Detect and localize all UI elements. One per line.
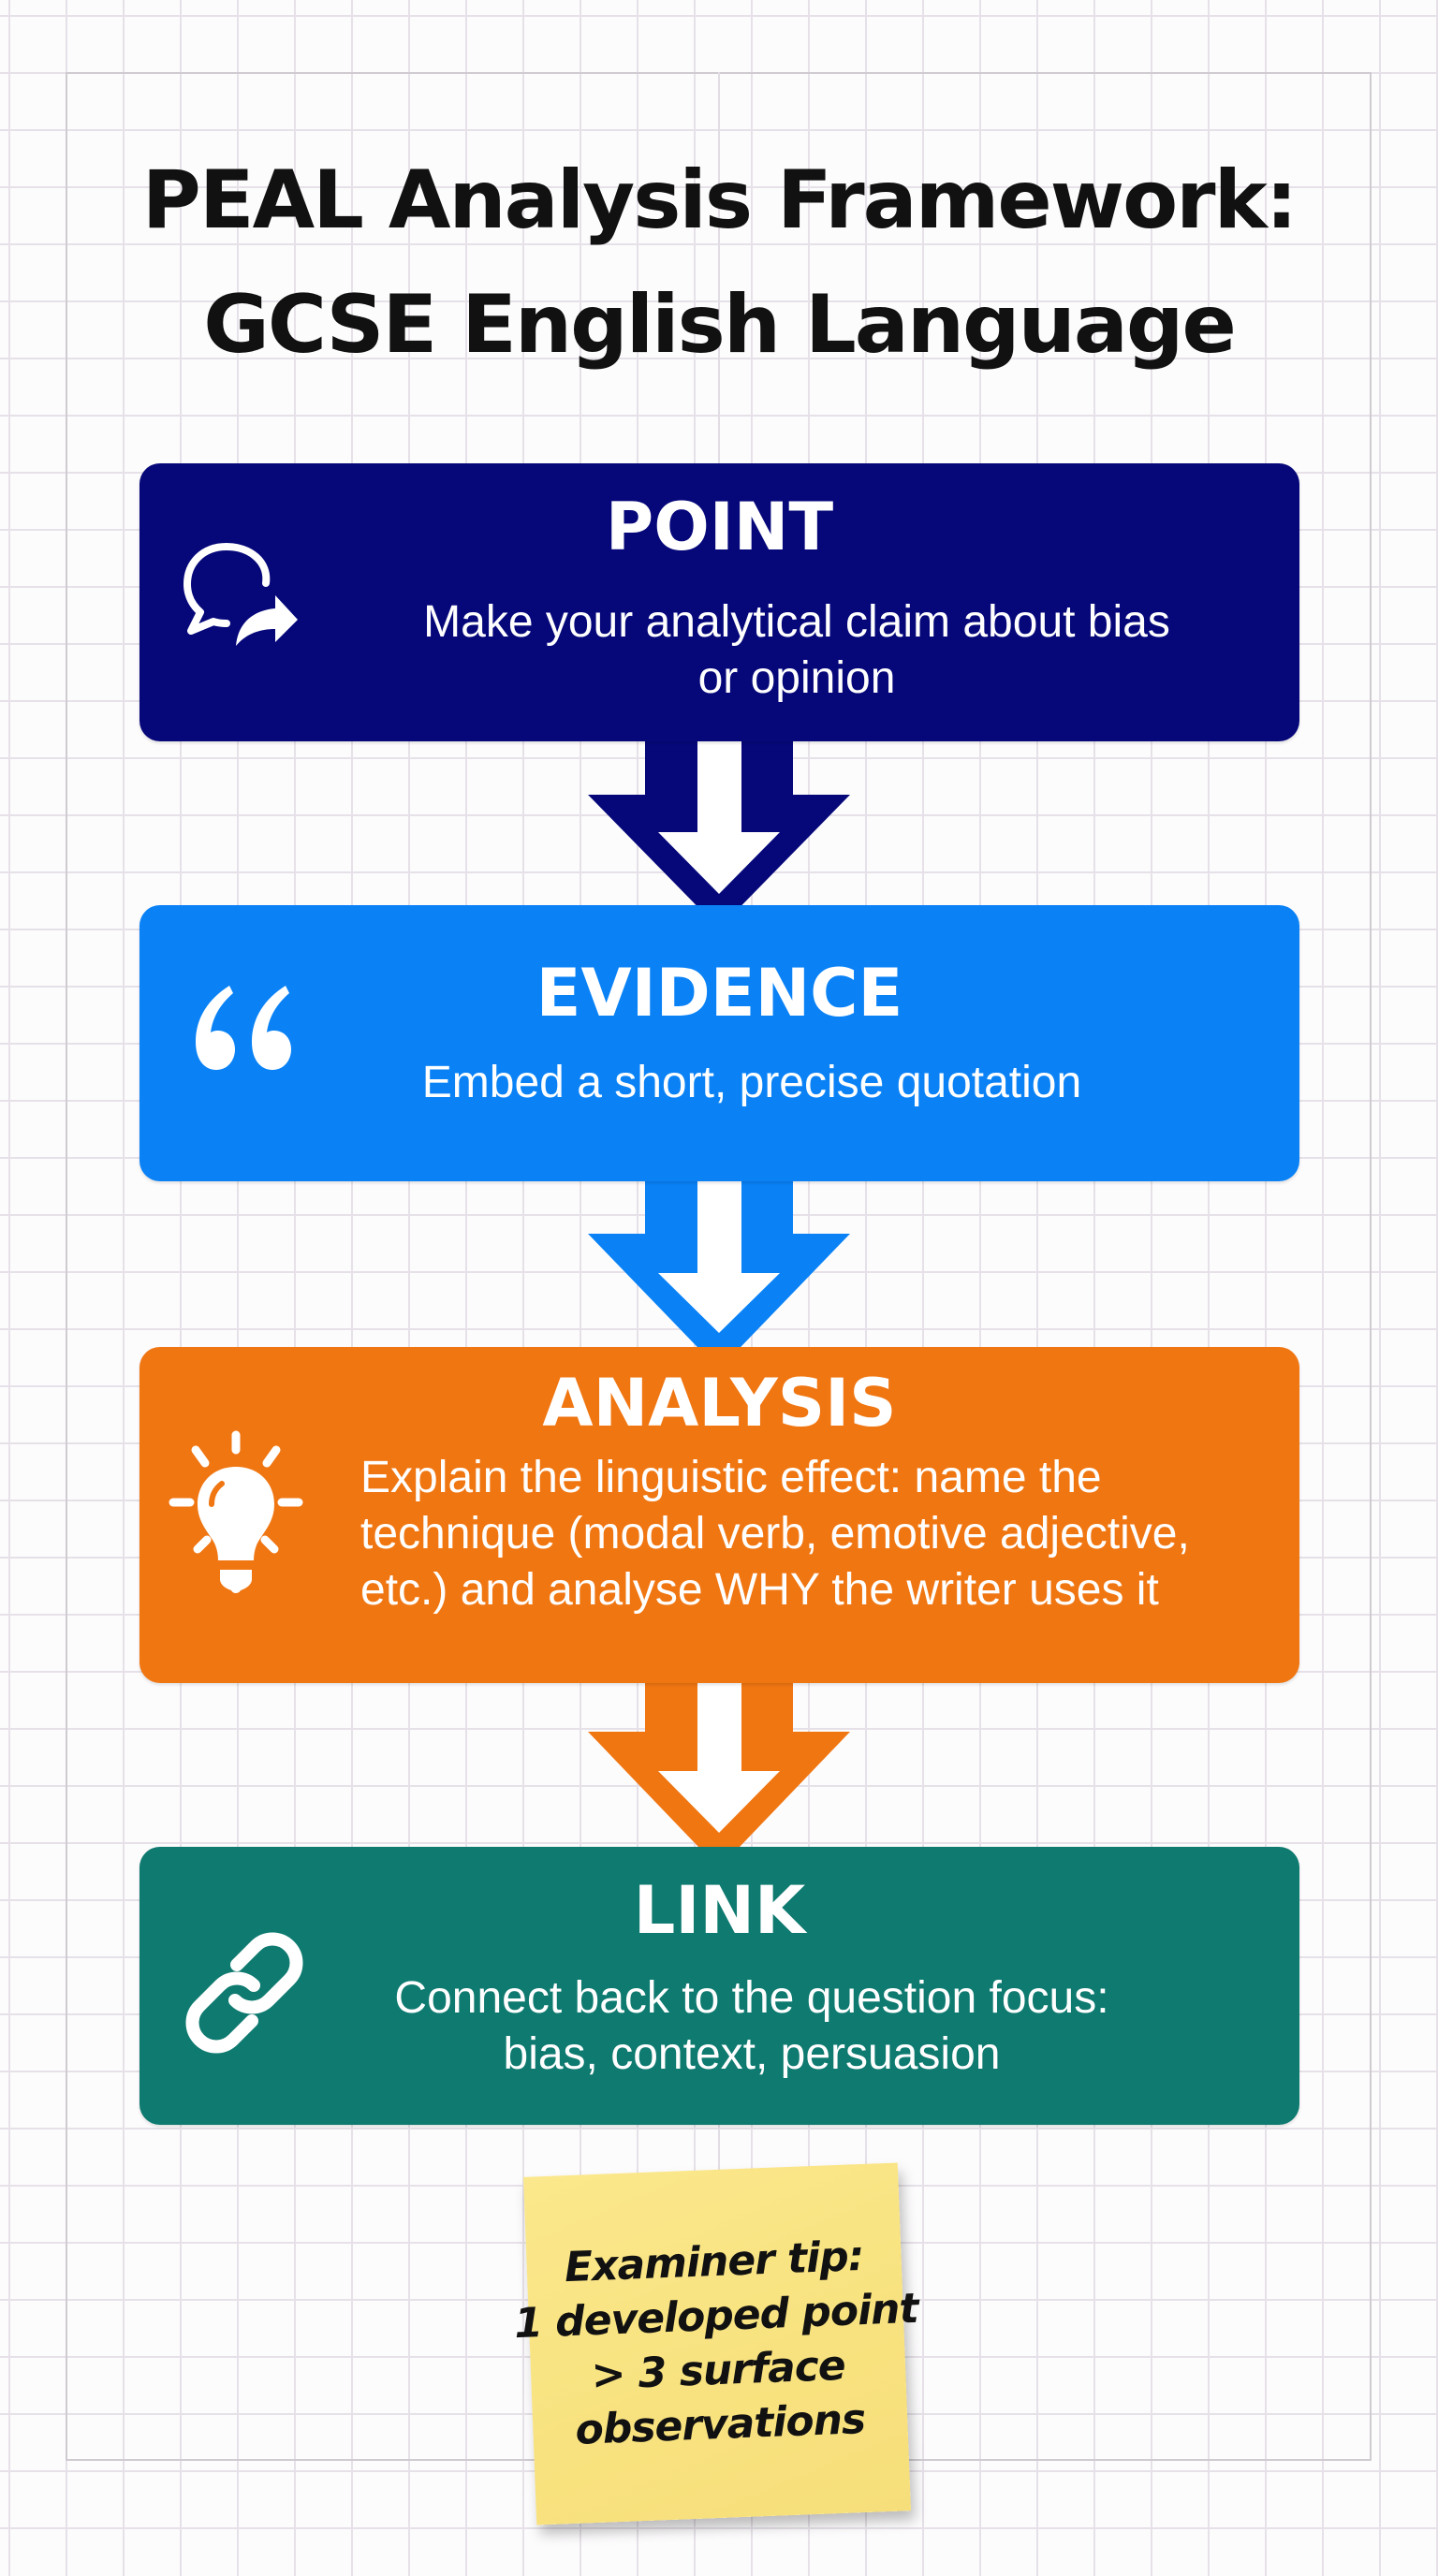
analysis-body-line: Explain the linguistic effect: name the	[360, 1453, 1102, 1502]
examiner-tip-sticky-note: Examiner tip: 1 developed point > 3 surf…	[513, 2162, 918, 2525]
chain-link-icon	[185, 1932, 303, 2054]
analysis-body-line: etc.) and analyse WHY the writer uses it	[360, 1565, 1159, 1615]
link-body-line: Connect back to the question focus:	[394, 1973, 1109, 2023]
analysis-body: Explain the linguistic effect: name the …	[360, 1450, 1297, 1618]
down-arrow-icon	[588, 1672, 850, 1868]
title-line-2: GCSE English Language	[203, 278, 1237, 372]
title-line-1: PEAL Analysis Framework:	[141, 154, 1298, 247]
link-card: LINK Connect back to the question focus:…	[139, 1847, 1299, 2125]
point-body: Make your analytical claim about bias or…	[364, 594, 1229, 707]
down-arrow-icon	[588, 1170, 850, 1369]
point-body-line: or opinion	[697, 653, 896, 703]
evidence-body-line: Embed a short, precise quotation	[421, 1058, 1082, 1107]
link-body: Connect back to the question focus: bias…	[308, 1970, 1196, 2083]
point-body-line: Make your analytical claim about bias	[423, 597, 1170, 647]
link-heading: LINK	[633, 1872, 806, 1949]
evidence-body: Embed a short, precise quotation	[308, 1055, 1196, 1111]
point-card: POINT Make your analytical claim about b…	[139, 463, 1299, 741]
lightbulb-icon	[169, 1430, 303, 1593]
analysis-card: ANALYSIS Explain the linguistic effect: …	[139, 1347, 1299, 1683]
link-body-line: bias, context, persuasion	[503, 2029, 1001, 2079]
sticky-note-line: observations	[574, 2395, 867, 2454]
point-heading: POINT	[605, 489, 834, 565]
sticky-note-line: > 3 surface	[590, 2341, 846, 2400]
evidence-card: EVIDENCE Embed a short, precise quotatio…	[139, 905, 1299, 1181]
page-title: PEAL Analysis Framework: GCSE English La…	[0, 139, 1438, 388]
quotation-mark-icon	[196, 986, 291, 1070]
analysis-heading: ANALYSIS	[542, 1365, 897, 1442]
down-arrow-icon	[588, 730, 850, 929]
evidence-heading: EVIDENCE	[536, 955, 903, 1032]
speech-bubble-arrow-icon	[183, 543, 298, 646]
analysis-body-line: technique (modal verb, emotive adjective…	[360, 1509, 1190, 1559]
